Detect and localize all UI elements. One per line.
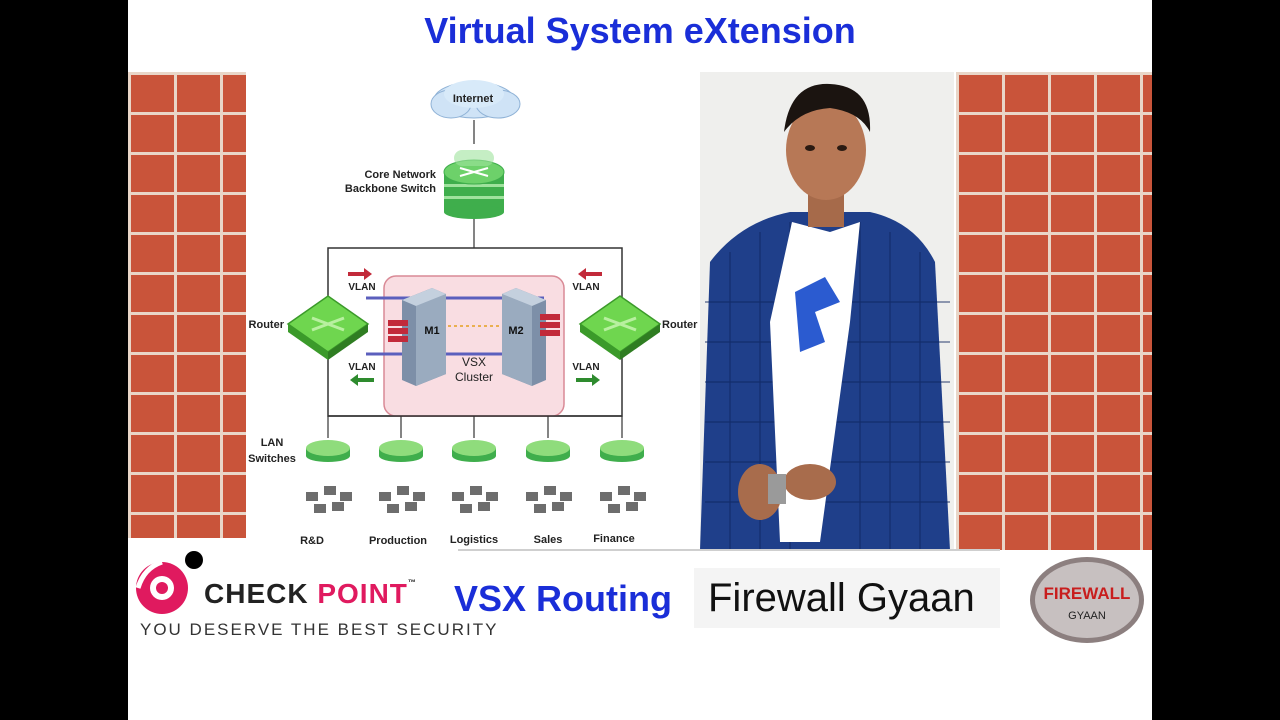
- m2-label: M2: [508, 325, 523, 337]
- server-m2-icon: [502, 288, 560, 386]
- m1-label: M1: [424, 325, 439, 337]
- cluster-label: Cluster: [455, 370, 493, 384]
- vlan-label-bl: VLAN: [348, 362, 375, 373]
- workstations-icon: [379, 486, 425, 513]
- badge-bottom-text: GYAAN: [1068, 610, 1106, 622]
- lan-switch-icon: [526, 440, 570, 462]
- internet-label: Internet: [453, 93, 494, 105]
- badge-top-text: FIREWALL: [1044, 584, 1131, 603]
- router-left-icon: [286, 295, 370, 360]
- arrow-left-green-icon: [350, 374, 374, 386]
- dept-label: Finance: [593, 533, 635, 545]
- lan-switch-icon: [600, 440, 644, 462]
- workstations-icon: [306, 486, 352, 513]
- dept-label: Sales: [534, 534, 563, 546]
- check-point-wordmark: CHECK POINT™: [204, 578, 417, 610]
- core-switch-label-1: Core Network: [364, 169, 436, 181]
- brand-black-text: CHECK: [204, 578, 318, 609]
- vlan-label-br: VLAN: [572, 362, 599, 373]
- lan-switches-label-2: Switches: [248, 453, 296, 465]
- lan-switch-icon: [379, 440, 423, 462]
- check-point-logo: [135, 551, 203, 614]
- arrow-left-icon: [578, 268, 602, 280]
- vsx-label: VSX: [462, 355, 486, 369]
- lan-switch-icon: [306, 440, 350, 462]
- server-m1-icon: [388, 288, 446, 386]
- page-title: Virtual System eXtension: [424, 10, 856, 51]
- dept-label: Production: [369, 535, 427, 547]
- vsx-routing-heading: VSX Routing: [454, 578, 672, 619]
- thumbnail-canvas: Virtual System eXtension Internet Core N…: [128, 0, 1152, 720]
- lan-switch-icon: [452, 440, 496, 462]
- dept-label: R&D: [300, 535, 324, 547]
- router-left-label: Router: [249, 319, 285, 331]
- presenter-photo: [700, 72, 954, 550]
- workstations-icon: [526, 486, 572, 513]
- arrow-right-icon: [348, 268, 372, 280]
- core-switch-label-2: Backbone Switch: [345, 183, 436, 195]
- workstations-icon: [600, 486, 646, 513]
- vlan-label-tr: VLAN: [572, 282, 599, 293]
- channel-name: Firewall Gyaan: [708, 576, 975, 620]
- firewall-gyaan-badge: FIREWALL GYAAN: [1030, 557, 1144, 643]
- dept-label: Logistics: [450, 534, 498, 546]
- vlan-label-tl: VLAN: [348, 282, 375, 293]
- router-right-label: Router: [662, 319, 698, 331]
- arrow-right-green-icon: [576, 374, 600, 386]
- trademark-symbol: ™: [407, 578, 417, 587]
- internet-cloud-icon: [430, 80, 521, 119]
- brick-wall-left: [128, 72, 246, 538]
- router-right-icon: [578, 295, 662, 360]
- vsx-network-diagram: Internet Core Network Backbone Switch VL…: [248, 80, 698, 547]
- workstations-icon: [452, 486, 498, 513]
- lan-switches-label-1: LAN: [261, 437, 284, 449]
- footer-divider: [458, 549, 1000, 551]
- channel-name-box: [694, 568, 1000, 628]
- brick-wall-right: [956, 72, 1152, 550]
- brand-tagline: YOU DESERVE THE BEST SECURITY: [140, 620, 499, 639]
- core-switch-icon: [443, 150, 505, 219]
- brand-red-text: POINT: [317, 578, 408, 609]
